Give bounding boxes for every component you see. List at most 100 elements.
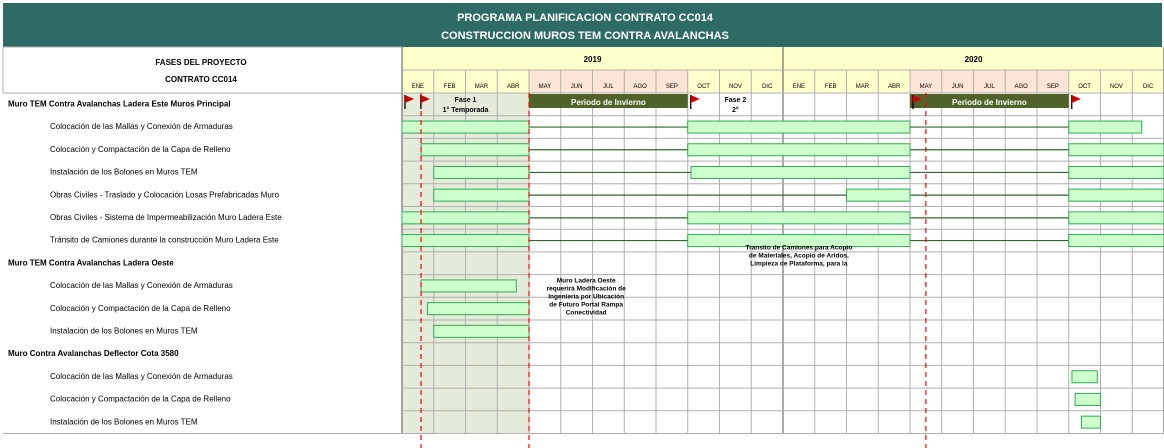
month-label: JUN: [952, 84, 964, 90]
month-header-cell: [878, 70, 910, 93]
group-label: Muro Contra Avalanchas Deflector Cota 35…: [8, 349, 179, 358]
winter-bar-label: Periodo de Invierno: [952, 98, 1027, 107]
month-label: MAR: [475, 84, 489, 90]
task-label: Colocación y Compactación de la Capa de …: [50, 145, 231, 154]
month-header-cell: [973, 70, 1006, 93]
task-label: Colocación de las Mallas y Conexión de A…: [50, 281, 233, 290]
month-label: ENE: [412, 84, 424, 90]
month-label: AGO: [633, 84, 647, 90]
flag-icon: [420, 95, 430, 103]
month-header-cell: [624, 70, 656, 93]
flag-icon: [913, 95, 922, 103]
task-label: Obras Civiles - Traslado y Colocación Lo…: [50, 190, 280, 199]
task-bar: [433, 165, 530, 179]
month-header-cell: [719, 70, 752, 93]
year-label: 2020: [965, 55, 983, 64]
month-header-cell: [941, 70, 974, 93]
month-label: JUL: [984, 84, 995, 90]
task-label: Colocación y Compactación de la Capa de …: [50, 395, 231, 404]
task-bar: [687, 211, 911, 225]
chart-title-line1: PROGRAMA PLANIFICACION CONTRATO CC014: [457, 12, 714, 24]
task-bar: [1071, 370, 1098, 384]
year-label: 2019: [584, 55, 602, 64]
task-bar: [433, 324, 530, 338]
month-header-cell: [465, 70, 498, 93]
phase-label: 1° Temporada: [443, 106, 489, 114]
task-bar: [1068, 234, 1164, 248]
task-label: Instalación de los Bolones en Muros TEM: [50, 168, 198, 177]
header-left-cell: [2, 46, 403, 94]
month-header-cell: [814, 70, 847, 93]
annotation-text: de Materiales, Acopio de Aridos,: [749, 253, 849, 260]
flag-icon: [405, 95, 414, 103]
task-label: Instalación de los Bolones en Muros TEM: [50, 417, 198, 426]
month-header-cell: [529, 70, 561, 93]
task-bar: [846, 188, 911, 202]
task-label: Colocación de las Mallas y Conexión de A…: [50, 372, 233, 381]
month-label: JUN: [571, 84, 583, 90]
task-bar: [420, 279, 517, 293]
header-left-line1: FASES DEL PROYECTO: [155, 58, 246, 67]
task-bar: [1074, 392, 1101, 406]
task-bar: [1068, 188, 1164, 202]
task-bar: [687, 234, 911, 248]
month-label: DIC: [762, 84, 773, 90]
flag-icon: [1071, 95, 1081, 103]
month-header-cell: [433, 70, 466, 93]
annotation-text: requerirá Modificación de: [547, 286, 626, 293]
month-header-cell: [656, 70, 688, 93]
task-bar: [1080, 415, 1101, 429]
annotation-text: Muro Ladera Oeste: [557, 278, 616, 285]
phase-label: 2°: [732, 106, 739, 114]
annotation-text: Conectividad: [566, 310, 607, 317]
title-banner: [3, 3, 1162, 47]
task-bar: [687, 143, 911, 157]
month-label: MAY: [539, 84, 552, 90]
annotation-text: Ingeniería por Ubicación: [548, 294, 624, 301]
month-label: SEP: [1047, 84, 1059, 90]
task-bar: [401, 120, 530, 134]
task-bar: [1068, 211, 1164, 225]
month-header-cell: [783, 70, 815, 93]
task-label: Obras Civiles - Sistema de Impermeabiliz…: [50, 213, 282, 222]
month-header-cell: [846, 70, 879, 93]
header-left-line2: CONTRATO CC014: [165, 75, 237, 84]
flag-icon: [690, 95, 700, 103]
task-bar: [426, 302, 530, 316]
annotation-text: Transito de Camiones para Acopio: [746, 245, 853, 252]
month-label: AGO: [1014, 84, 1028, 90]
winter-bar: [529, 94, 688, 108]
winter-bar: [910, 94, 1069, 108]
month-header-cell: [402, 70, 434, 93]
month-header-cell: [497, 70, 529, 93]
month-label: ABR: [507, 84, 520, 90]
task-bar: [1068, 120, 1143, 134]
task-label: Colocación de las Mallas y Conexión de A…: [50, 122, 233, 131]
task-bar: [687, 120, 911, 134]
month-label: ENE: [793, 84, 805, 90]
month-header-cell: [560, 70, 593, 93]
month-label: JUL: [603, 84, 614, 90]
month-label: FEB: [444, 84, 456, 90]
annotation-text: de Futuro Portal Rampa: [549, 302, 623, 309]
month-header-cell: [910, 70, 942, 93]
task-bar: [1068, 143, 1164, 157]
month-label: MAR: [856, 84, 870, 90]
month-header-cell: [1037, 70, 1069, 93]
task-label: Instalación de los Bolones en Muros TEM: [50, 327, 198, 336]
winter-bar-label: Periodo de Invierno: [571, 98, 646, 107]
month-label: DIC: [1143, 84, 1154, 90]
month-label: SEP: [666, 84, 678, 90]
month-header-cell: [1100, 70, 1133, 93]
phase-label: Fase 1: [455, 97, 477, 104]
phase-label: Fase 2: [724, 97, 746, 104]
task-bar: [433, 188, 530, 202]
month-label: NOV: [1110, 84, 1123, 90]
group-label: Muro TEM Contra Avalanchas Ladera Oeste: [8, 258, 174, 267]
task-bar: [1068, 165, 1164, 179]
task-bar: [420, 143, 530, 157]
month-label: MAY: [920, 84, 933, 90]
month-label: OCT: [697, 84, 710, 90]
month-header-cell: [1132, 70, 1164, 93]
